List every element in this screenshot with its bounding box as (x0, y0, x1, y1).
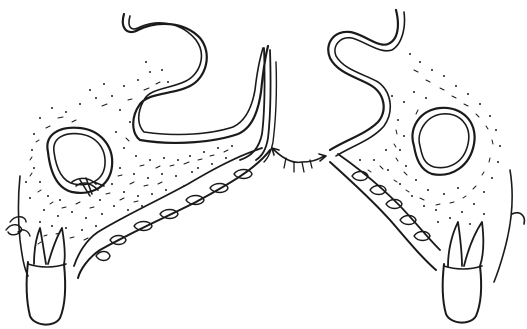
right-alveolar-lower-edge (330, 162, 436, 270)
right-bone-islands (352, 172, 430, 241)
right-tooth-root-1 (448, 222, 462, 266)
left-tooth (27, 228, 66, 325)
right-tooth-crown (443, 264, 482, 323)
right-tooth-neck (444, 266, 482, 269)
right-cavity-inner (419, 114, 469, 168)
right-segment (328, 10, 524, 323)
right-tooth-root-2 (464, 222, 483, 266)
right-tooth (443, 222, 484, 323)
left-tooth-crown (27, 262, 66, 325)
right-mucosa-outline-outer (328, 10, 398, 150)
left-bone-stipple (25, 61, 233, 231)
cleft-suture (272, 148, 326, 172)
suture-thread (272, 148, 324, 162)
left-cleft-wall-1 (240, 48, 265, 160)
right-cavity-outer (412, 108, 474, 175)
right-gum-line (494, 170, 512, 282)
right-edge-hook (512, 213, 524, 224)
left-mucosa-outline-outer (123, 14, 268, 143)
left-tooth-root-1 (34, 228, 46, 264)
right-bone-stipple (359, 53, 501, 225)
left-bone-dashes (30, 82, 228, 244)
left-segment (6, 14, 276, 325)
left-cavity-inner (54, 134, 105, 185)
